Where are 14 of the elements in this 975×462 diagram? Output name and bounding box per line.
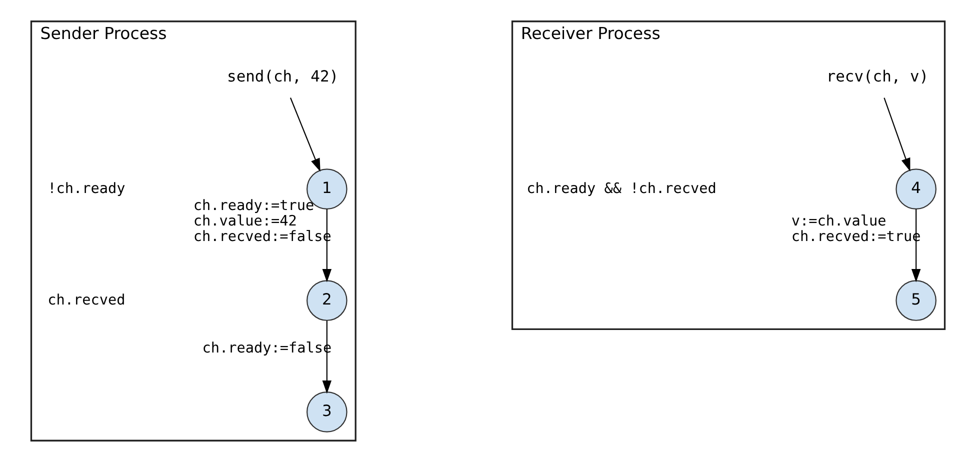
node-circle: 4 [895,168,936,210]
arrow [883,98,910,172]
node-text: recv(ch, v) [826,68,928,86]
label: ch.ready && !ch.recved [526,180,716,197]
node-circle: 2 [306,280,347,321]
arrow [910,209,920,282]
node-circle: 3 [306,392,347,432]
node-circle: 5 [895,280,936,321]
node-text: send(ch, 42) [226,68,338,86]
arrow [322,320,332,394]
label: ch.recved [47,292,125,308]
arrow [289,98,320,172]
label: !ch.ready [47,180,125,197]
arrow [322,209,332,282]
